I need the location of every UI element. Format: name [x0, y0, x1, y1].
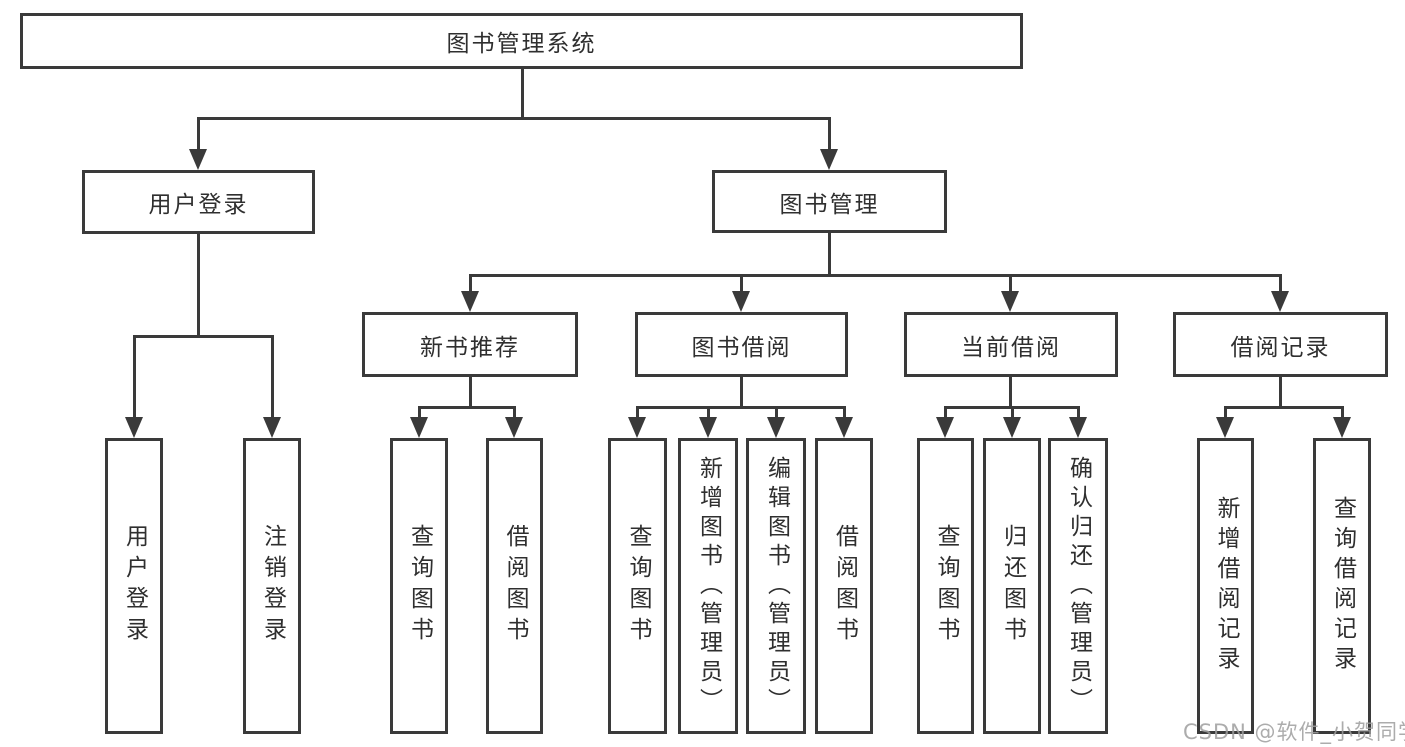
connector-user-login-stem	[197, 234, 200, 338]
leaf-add-borrow-record: 新增借阅记录	[1197, 438, 1254, 734]
connector-current-borrow-stem	[1009, 377, 1012, 409]
connector-stem-user-login	[197, 117, 200, 153]
connector-stem-leaf9	[944, 406, 947, 420]
connector-arrow-leaf12	[1216, 417, 1234, 438]
leaf-borrow-books-recommend-label: 借阅图书	[502, 524, 528, 648]
connector-arrow-leaf10	[1003, 417, 1021, 438]
node-book-mgmt-label: 图书管理	[779, 191, 880, 218]
connector-level3-hline	[469, 274, 1282, 277]
node-book-mgmt: 图书管理	[712, 170, 947, 233]
leaf-logout: 注销登录	[243, 438, 301, 734]
connector-arrow-leaf6	[699, 417, 717, 438]
connector-stem-leaf6	[707, 406, 710, 420]
leaf-borrow-books-recommend: 借阅图书	[486, 438, 543, 734]
connector-arrow-leaf-login	[125, 417, 143, 438]
connector-arrow-leaf-logout	[263, 417, 281, 438]
connector-stem-book-borrow	[740, 274, 743, 294]
leaf-query-books-borrow-label: 查询图书	[625, 524, 651, 648]
leaf-user-login: 用户登录	[105, 438, 163, 734]
leaf-return-books-label: 归还图书	[999, 524, 1026, 648]
connector-arrow-borrow-record	[1271, 291, 1289, 312]
connector-arrow-user-login	[189, 149, 207, 170]
connector-book-borrow-stem	[740, 377, 743, 409]
connector-arrow-leaf13	[1333, 417, 1351, 438]
connector-user-login-hline	[133, 335, 274, 338]
node-current-borrow: 当前借阅	[904, 312, 1118, 377]
leaf-borrow-books-label: 借阅图书	[831, 524, 858, 648]
leaf-edit-books-admin-label: 编辑图书（管理员）	[763, 455, 790, 717]
node-new-book: 新书推荐	[362, 312, 578, 377]
node-book-borrow: 图书借阅	[635, 312, 848, 377]
node-new-book-label: 新书推荐	[420, 334, 520, 361]
connector-stem-leaf8	[843, 406, 846, 420]
connector-stem-new-book	[469, 274, 472, 294]
leaf-confirm-return-admin-label: 确认归还（管理员）	[1065, 455, 1092, 717]
node-borrow-record-label: 借阅记录	[1230, 334, 1331, 361]
leaf-query-borrow-record: 查询借阅记录	[1313, 438, 1371, 734]
leaf-return-books: 归还图书	[983, 438, 1041, 734]
connector-stem-current-borrow	[1009, 274, 1012, 294]
connector-new-book-hline	[418, 406, 516, 409]
leaf-confirm-return-admin: 确认归还（管理员）	[1048, 438, 1108, 734]
leaf-query-books-borrow: 查询图书	[608, 438, 667, 734]
connector-borrow-record-stem	[1279, 377, 1282, 409]
leaf-add-books-admin: 新增图书（管理员）	[678, 438, 738, 734]
connector-root-stem	[521, 69, 524, 120]
connector-arrow-current-borrow	[1001, 291, 1019, 312]
connector-arrow-new-book	[461, 291, 479, 312]
node-current-borrow-label: 当前借阅	[961, 334, 1061, 361]
connector-stem-leaf10	[1011, 406, 1014, 420]
connector-arrow-leaf5	[628, 417, 646, 438]
node-root-label: 图书管理系统	[446, 31, 597, 57]
connector-stem-borrow-record	[1279, 274, 1282, 294]
leaf-query-books-current: 查询图书	[917, 438, 974, 734]
connector-arrow-leaf11	[1069, 417, 1087, 438]
watermark: CSDN @软件_小贺同学	[1183, 720, 1405, 744]
connector-borrow-record-hline	[1224, 406, 1344, 409]
connector-book-mgmt-stem	[828, 233, 831, 277]
connector-stem-leaf13	[1341, 406, 1344, 420]
connector-arrow-leaf3	[410, 417, 428, 438]
connector-new-book-stem	[469, 377, 472, 409]
connector-stem-book-mgmt	[828, 117, 831, 153]
connector-stem-leaf4	[513, 406, 516, 420]
leaf-query-books-current-label: 查询图书	[933, 524, 959, 648]
connector-stem-leaf-login	[133, 335, 136, 420]
connector-book-borrow-hline	[636, 406, 846, 409]
leaf-borrow-books: 借阅图书	[815, 438, 873, 734]
connector-stem-leaf7	[775, 406, 778, 420]
leaf-add-books-admin-label: 新增图书（管理员）	[695, 455, 722, 717]
connector-stem-leaf11	[1077, 406, 1080, 420]
connector-stem-leaf3	[418, 406, 421, 420]
node-book-borrow-label: 图书借阅	[691, 334, 792, 361]
leaf-query-books-recommend-label: 查询图书	[406, 524, 433, 648]
node-user-login: 用户登录	[82, 170, 315, 234]
connector-stem-leaf12	[1224, 406, 1227, 420]
connector-arrow-leaf8	[835, 417, 853, 438]
connector-stem-leaf5	[636, 406, 639, 420]
node-root: 图书管理系统	[20, 13, 1023, 69]
connector-arrow-leaf7	[767, 417, 785, 438]
leaf-logout-label: 注销登录	[259, 524, 286, 648]
leaf-user-login-label: 用户登录	[121, 524, 148, 648]
node-user-login-label: 用户登录	[148, 192, 249, 218]
leaf-edit-books-admin: 编辑图书（管理员）	[746, 438, 806, 734]
node-borrow-record: 借阅记录	[1173, 312, 1388, 377]
connector-arrow-leaf4	[505, 417, 523, 438]
connector-level1-hline	[197, 117, 831, 120]
leaf-query-borrow-record-label: 查询借阅记录	[1329, 496, 1356, 676]
leaf-add-borrow-record-label: 新增借阅记录	[1213, 496, 1239, 676]
connector-arrow-book-mgmt	[820, 149, 838, 170]
connector-arrow-book-borrow	[732, 291, 750, 312]
connector-stem-leaf-logout	[271, 335, 274, 420]
leaf-query-books-recommend: 查询图书	[390, 438, 448, 734]
connector-arrow-leaf9	[936, 417, 954, 438]
